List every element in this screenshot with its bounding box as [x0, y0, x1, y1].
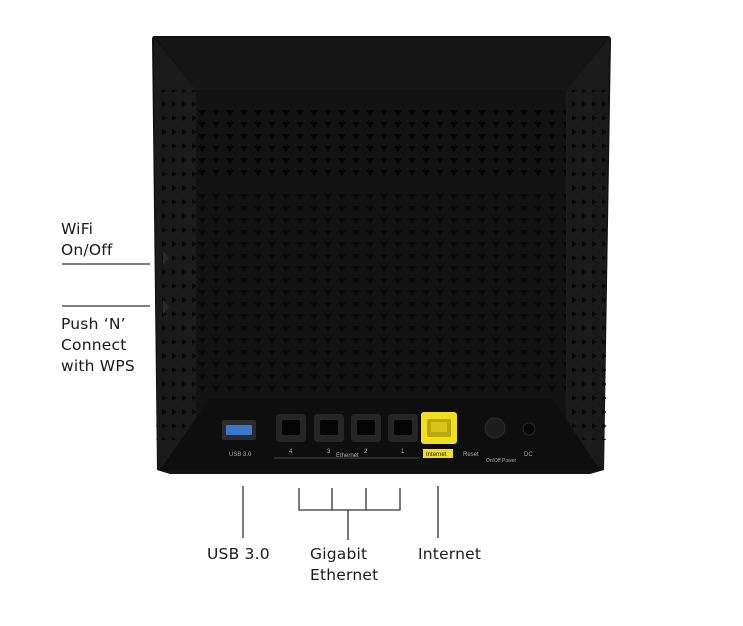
callout-line: WiFi [61, 220, 94, 238]
power-button[interactable] [484, 417, 506, 439]
gigabit-callout: Gigabit Ethernet [310, 544, 378, 586]
dc-label: DC [524, 452, 533, 458]
router-top-band [156, 38, 607, 90]
wps-button[interactable] [163, 300, 169, 314]
power-label: On/Off Power [486, 458, 517, 464]
leader-lines [62, 263, 439, 540]
ethernet-port-2-label: 2 [364, 449, 368, 455]
dc-jack[interactable] [522, 422, 536, 436]
ethernet-port-4[interactable] [276, 414, 306, 442]
usb-port-label: USB 3.0 [229, 452, 252, 458]
internet-callout: Internet [418, 544, 481, 565]
callout-line: Ethernet [310, 566, 379, 584]
ethernet-port-1-label: 1 [401, 449, 405, 455]
reset-label: Reset [463, 452, 479, 458]
wifi-callout: WiFi On/Off [61, 219, 113, 261]
callout-line: Connect [61, 336, 127, 354]
internet-port-label: Internet [426, 452, 447, 458]
wps-callout: Push ‘N’ Connect with WPS [61, 314, 135, 377]
ethernet-port-1[interactable] [388, 414, 418, 442]
ethernet-port-3[interactable] [314, 414, 344, 442]
vent-field [196, 190, 566, 395]
usb-port[interactable] [222, 420, 256, 440]
ethernet-group-label: Ethernet [336, 453, 359, 459]
callout-line: Internet [418, 545, 482, 563]
callout-line: USB 3.0 [207, 545, 270, 563]
ethernet-port-3-label: 3 [327, 449, 331, 455]
callout-line: with WPS [61, 357, 135, 375]
vent-top [196, 108, 566, 178]
ethernet-port-2[interactable] [351, 414, 381, 442]
callout-line: Push ‘N’ [61, 315, 126, 333]
ethernet-bracket [298, 488, 401, 511]
callout-line: On/Off [61, 241, 113, 259]
usb-callout: USB 3.0 [207, 544, 270, 565]
wifi-button[interactable] [163, 251, 169, 265]
callout-line: Gigabit [310, 545, 368, 563]
ethernet-port-4-label: 4 [289, 449, 293, 455]
internet-port[interactable] [421, 412, 457, 444]
